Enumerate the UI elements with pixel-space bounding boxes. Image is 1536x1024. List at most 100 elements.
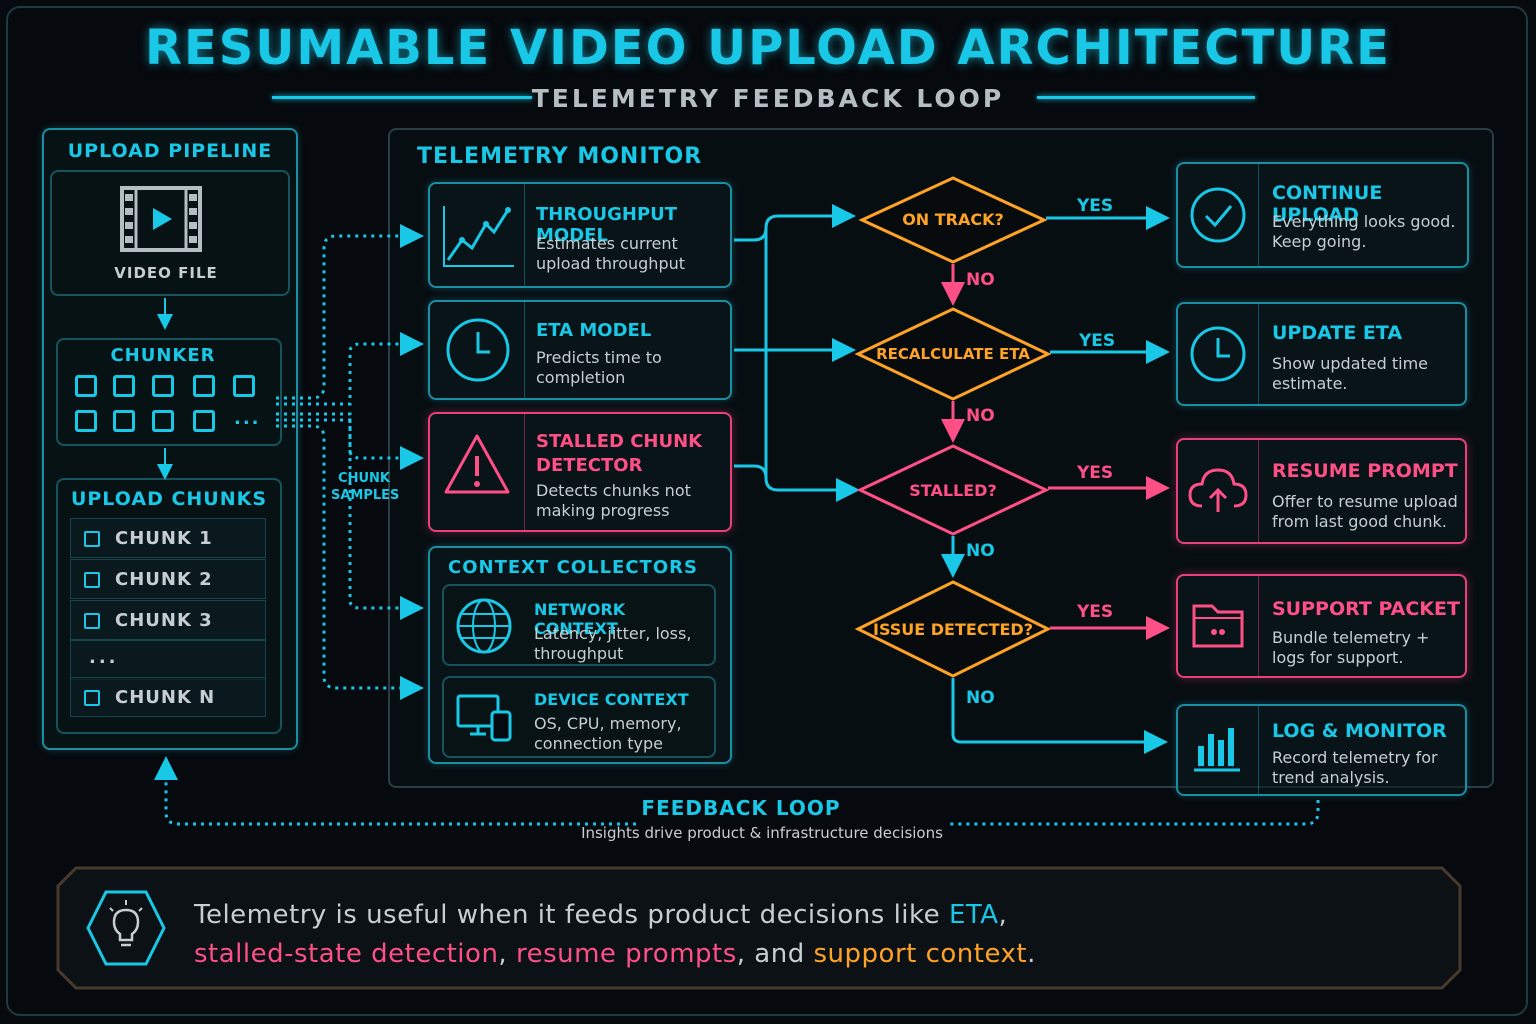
support-packet-card[interactable]: SUPPORT PACKET Bundle telemetry + logs f… [1176,574,1467,678]
upload-pipeline-header: UPLOAD PIPELINE [67,140,273,162]
update-eta-icon-box [1178,304,1259,404]
footer-message: Telemetry is useful when it feeds produc… [194,896,1294,974]
device-context-title: DEVICE CONTEXT [534,690,689,709]
feedback-loop-title: FEEDBACK LOOP [641,796,841,820]
chunk-row[interactable]: CHUNK 1 [70,518,266,558]
chunk-row[interactable]: CHUNK N [70,677,266,717]
yes-label: YES [1077,463,1114,483]
chunk-block [193,410,215,432]
resume-icon-box [1178,440,1259,542]
footer-text: , [498,939,516,969]
chunk-block [113,410,135,432]
footer-text: , [998,900,1008,930]
update-eta-desc: Show updated time estimate. [1272,354,1429,393]
network-context-desc: Latency, jitter, loss, throughput [534,624,692,663]
throughput-title: THROUGHPUT MODEL [536,204,678,246]
yes-arrows [1046,206,1170,640]
decision-on-track: ON TRACK? [902,210,1004,229]
footer-text: , and [736,939,814,969]
stalled-desc: Detects chunks not making progress [536,481,691,520]
chunk-block [75,410,97,432]
warning-icon [444,434,510,494]
subtitle-rule-right [1037,96,1255,99]
update-eta-card[interactable]: UPDATE ETA Show updated time estimate. [1176,302,1467,406]
chunk-row[interactable]: CHUNK 2 [70,559,266,599]
page-title: RESUMABLE VIDEO UPLOAD ARCHITECTURE [145,20,1391,76]
chunk-ellipsis: ... [89,647,119,668]
yes-label: YES [1077,196,1114,216]
chunker-card [56,338,282,446]
support-packet-desc: Bundle telemetry + logs for support. [1272,628,1430,667]
chunk-checkbox[interactable] [84,613,100,629]
video-file-icon [120,186,202,252]
chunk-checkbox[interactable] [84,572,100,588]
resume-prompt-card[interactable]: RESUME PROMPT Offer to resume upload fro… [1176,438,1467,544]
chunker-ellipsis: ... [234,408,261,429]
network-context-title: NETWORK CONTEXT [534,600,626,638]
decision-stalled: STALLED? [909,481,997,500]
log-monitor-title: LOG & MONITOR [1272,720,1447,742]
continue-upload-desc: Everything looks good. Keep going. [1272,212,1456,251]
bar-chart-icon [1194,728,1240,772]
log-monitor-desc: Record telemetry for trend analysis. [1272,748,1438,787]
devices-icon [456,694,512,742]
decision-issue-detected: ISSUE DETECTED? [873,620,1033,639]
trend-chart-icon [443,206,514,267]
footer-highlight-eta: ETA [948,900,999,930]
device-context-card[interactable]: DEVICE CONTEXT OS, CPU, memory, connecti… [442,676,716,758]
no-label: NO [966,541,995,561]
chunk-row-label: CHUNK 2 [115,569,213,590]
subtitle-rule-left [272,96,532,99]
telemetry-monitor-header: TELEMETRY MONITOR [417,144,703,169]
cloud-upload-icon [1188,468,1248,512]
network-context-card[interactable]: NETWORK CONTEXT Latency, jitter, loss, t… [442,584,716,666]
chunk-sample-lines [276,224,424,700]
throughput-model-card[interactable]: THROUGHPUT MODEL Estimates current uploa… [428,182,732,288]
no-label: NO [966,270,995,290]
eta-model-card[interactable]: ETA MODEL Predicts time to completion [428,300,732,400]
chunk-checkbox[interactable] [84,690,100,706]
chunker-label: CHUNKER [110,345,216,366]
support-packet-title: SUPPORT PACKET [1272,598,1460,620]
chunk-block [152,410,174,432]
footer-highlight-stalled: stalled-state detection [194,939,499,969]
eta-icon-box [430,302,525,398]
continue-upload-card[interactable]: CONTINUE UPLOAD Everything looks good. K… [1176,162,1469,268]
globe-icon [456,598,512,654]
chunk-samples-label: CHUNK SAMPLES [331,471,400,503]
chunk-row[interactable]: CHUNK 3 [70,600,266,640]
chunk-row-label: CHUNK 1 [115,528,213,549]
yes-label: YES [1079,331,1116,351]
clock-icon [1190,326,1246,382]
resume-prompt-desc: Offer to resume upload from last good ch… [1272,492,1458,531]
feedback-loop-line [154,756,1320,826]
stalled-title: STALLED CHUNK DETECTOR [536,431,703,476]
feedback-loop-desc: Insights drive product & infrastructure … [581,824,943,842]
continue-icon-box [1178,164,1259,266]
no-arrows-cyan [941,536,1168,754]
page-subtitle: TELEMETRY FEEDBACK LOOP [531,84,1005,113]
footer-text: . [1027,939,1036,969]
upload-chunks-header: UPLOAD CHUNKS [70,488,268,510]
throughput-icon-box [430,184,525,286]
folder-icon [1192,604,1244,648]
chunk-checkbox[interactable] [84,531,100,547]
support-icon-box [1178,576,1259,676]
eta-desc: Predicts time to completion [536,348,662,387]
chunk-block [193,375,215,397]
clock-icon [446,318,510,382]
chunk-row-label: CHUNK N [115,687,216,708]
throughput-desc: Estimates current upload throughput [536,234,686,273]
chunk-block [113,375,135,397]
check-circle-icon [1190,187,1246,243]
yes-label: YES [1077,602,1114,622]
chunk-row-ellipsis: ... [70,640,266,680]
footer-highlight-resume: resume prompts [515,939,737,969]
decision-diamonds [854,176,1052,678]
decision-recalculate-eta: RECALCULATE ETA [876,345,1030,363]
stalled-chunk-detector-card[interactable]: STALLED CHUNK DETECTOR Detects chunks no… [428,412,732,532]
log-monitor-card[interactable]: LOG & MONITOR Record telemetry for trend… [1176,704,1467,796]
eta-title: ETA MODEL [536,320,652,341]
no-label: NO [966,406,995,426]
